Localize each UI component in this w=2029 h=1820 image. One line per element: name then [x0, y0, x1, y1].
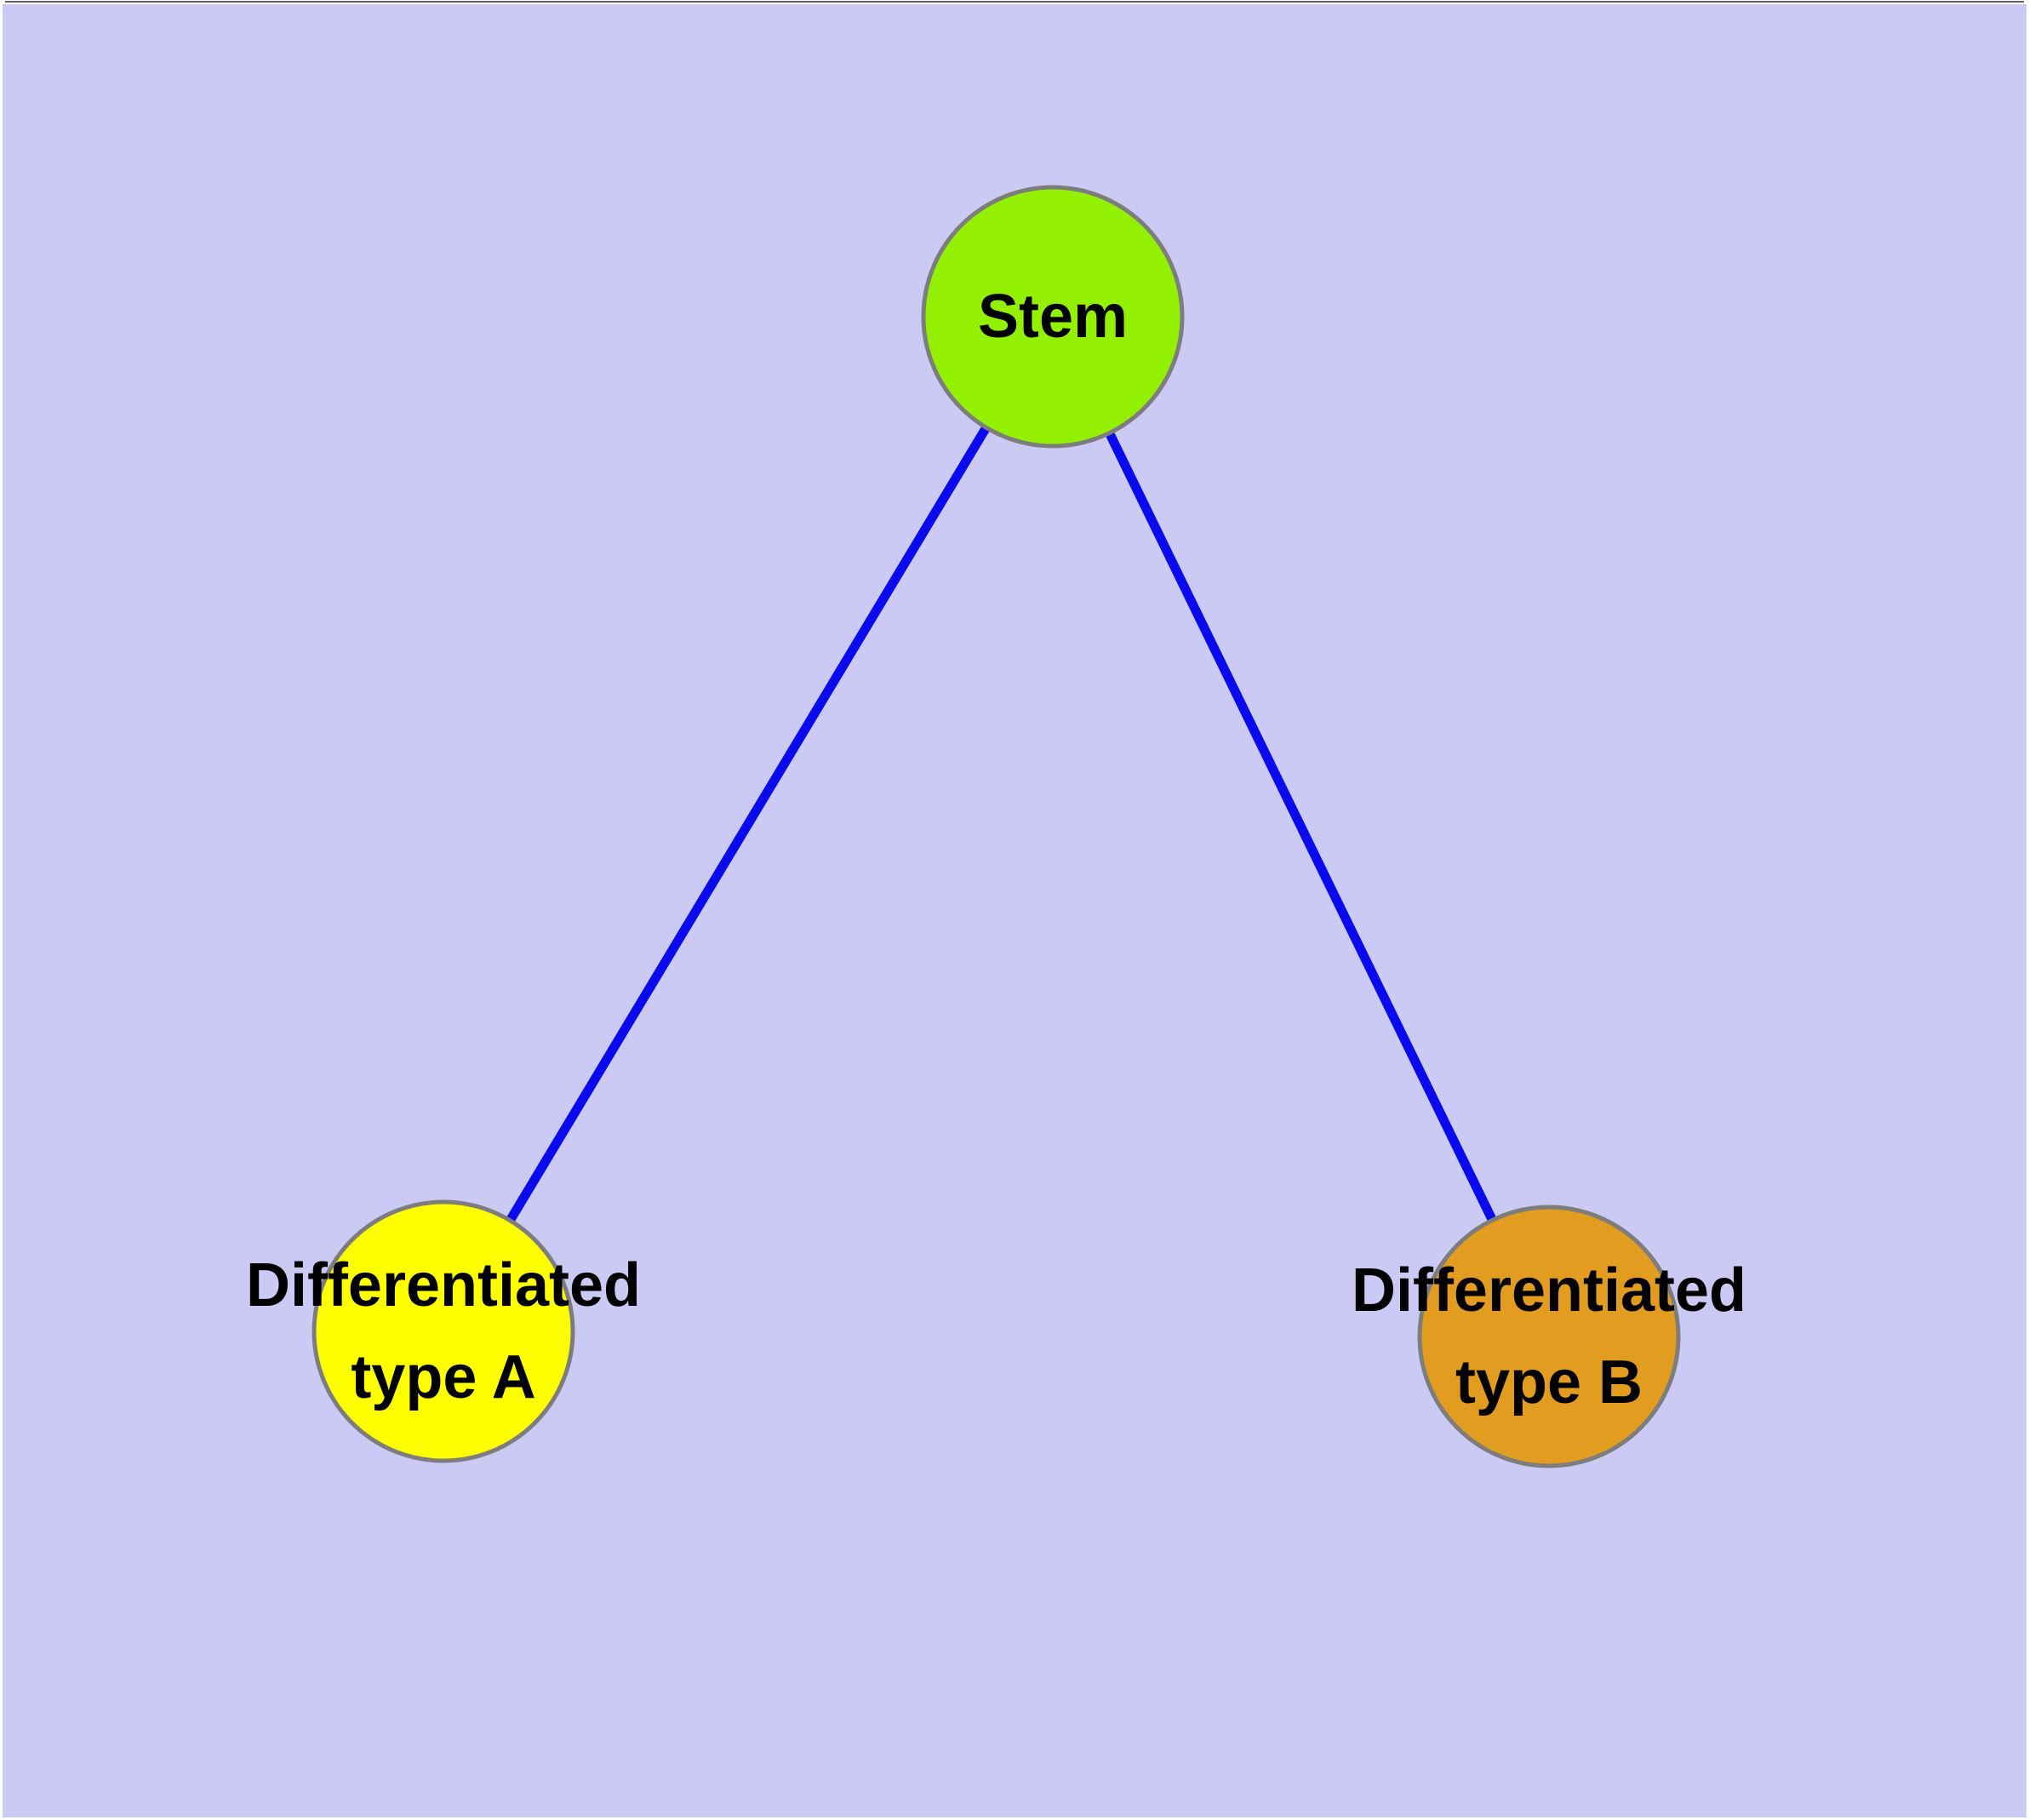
- label-typeB-line-1: type B: [1455, 1348, 1643, 1417]
- edges-layer: [439, 314, 1553, 1339]
- top-hairline: [5, 1, 2024, 3]
- label-stem: Stem: [978, 283, 1128, 351]
- node-stem: [921, 185, 1185, 449]
- edge-stem-typeA: [439, 314, 1057, 1334]
- label-typeA: Differentiated type A: [246, 1251, 641, 1411]
- node-typeB: [1417, 1205, 1681, 1468]
- label-typeA-line-0: Differentiated: [246, 1251, 641, 1319]
- label-typeA-line-1: type A: [351, 1343, 535, 1411]
- label-typeB-line-0: Differentiated: [1352, 1256, 1746, 1325]
- label-typeB: Differentiated type B: [1352, 1256, 1746, 1417]
- edge-stem-typeB: [1049, 314, 1553, 1339]
- label-stem-line-0: Stem: [978, 283, 1128, 351]
- node-typeA: [311, 1199, 575, 1463]
- nodes-layer: [311, 185, 1681, 1468]
